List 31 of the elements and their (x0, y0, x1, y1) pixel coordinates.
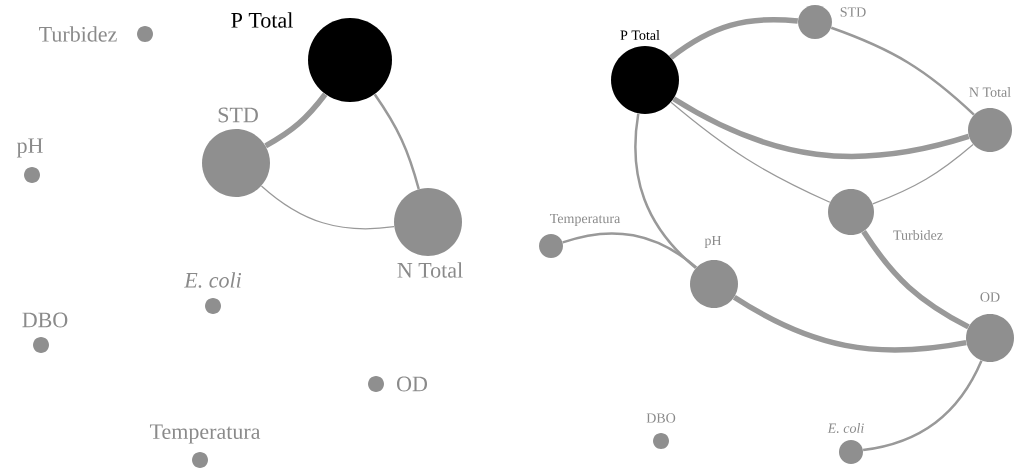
connector-line (670, 101, 831, 203)
connector-line (260, 185, 395, 230)
node-label: STD (218, 107, 258, 123)
node-label: E. coli (184, 272, 242, 288)
connector-line (732, 294, 967, 353)
node-label: pH (16, 138, 43, 158)
node-label: P Total (231, 12, 293, 28)
node-label: DBO (22, 312, 68, 328)
node-label: OD (397, 376, 427, 392)
node-label: STD (840, 7, 866, 17)
node-label: N Total (969, 87, 1011, 97)
node-label: N Total (397, 262, 463, 278)
connector-line (672, 96, 970, 159)
node-label: Temperatura (550, 213, 621, 227)
node-label: OD (980, 292, 1000, 302)
node-label: Temperatura (150, 424, 261, 444)
connector-line (562, 232, 698, 269)
node-label: E. coli (827, 423, 864, 433)
node-label: DBO (646, 413, 676, 423)
connector-line (634, 113, 697, 269)
connector-line (862, 360, 983, 452)
node-label: pH (704, 235, 722, 249)
node-label: P Total (620, 30, 660, 40)
node-label: Turbidez (39, 26, 117, 42)
connector-line (872, 143, 974, 205)
connector-line (861, 230, 970, 330)
node-label: Turbidez (893, 230, 943, 240)
connector-line (669, 16, 798, 60)
connector-line (264, 92, 328, 149)
connector-line (830, 26, 975, 116)
connector-line (373, 93, 420, 190)
